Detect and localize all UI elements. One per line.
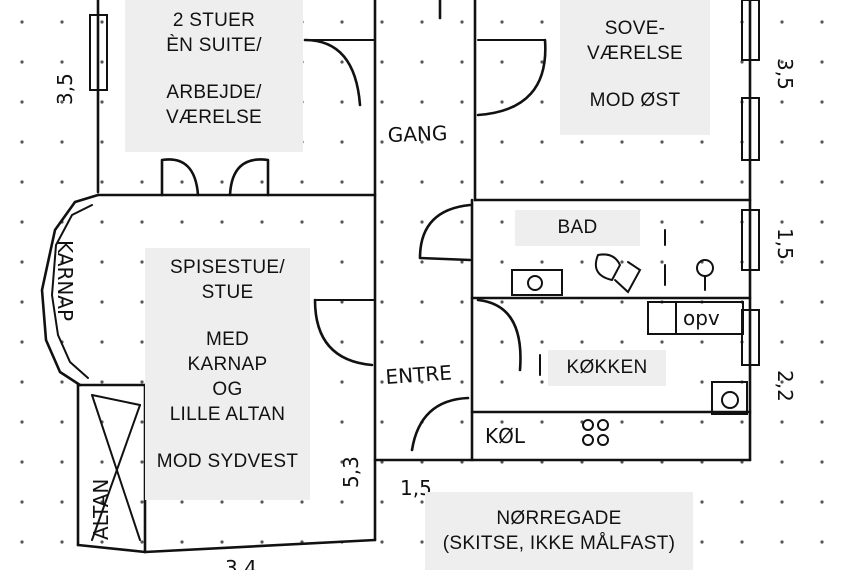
walls bbox=[76, 0, 752, 554]
stuer-line-2: ÈN SUITE/ bbox=[166, 35, 262, 56]
bad-text: BAD bbox=[557, 217, 598, 238]
windows bbox=[89, 0, 760, 366]
sove-line-1: SOVE- bbox=[604, 18, 666, 39]
room-label-kokken: KØKKEN bbox=[548, 350, 666, 386]
bathroom-fixtures bbox=[511, 229, 714, 296]
label-karnap: KARNAP bbox=[53, 240, 77, 321]
sove-line-4: MOD ØST bbox=[589, 90, 681, 111]
doors bbox=[160, 38, 547, 452]
sove-gap bbox=[560, 66, 710, 88]
spise-line-4: MED bbox=[205, 329, 250, 350]
room-label-spisestue: SPISESTUE/ STUE MED KARNAP OG LILLE ALTA… bbox=[145, 248, 310, 500]
label-entre: ENTRE bbox=[385, 360, 453, 389]
spise-line-6: OG bbox=[212, 379, 243, 400]
dimension-right-3-5: 3,5 bbox=[773, 58, 797, 90]
spise-line-2: STUE bbox=[201, 282, 254, 303]
label-opv: opv bbox=[683, 306, 720, 330]
street-label-norregade: NØRREGADE (SKITSE, IKKE MÅLFAST) bbox=[425, 492, 693, 570]
spise-line-7: LILLE ALTAN bbox=[169, 404, 286, 425]
spise-gap-2 bbox=[145, 427, 310, 449]
room-label-bad: BAD bbox=[515, 210, 640, 246]
spise-gap-1 bbox=[145, 305, 310, 327]
label-gang: GANG bbox=[387, 121, 447, 147]
gade-line-2: (SKITSE, IKKE MÅLFAST) bbox=[442, 533, 676, 554]
dimension-5-3: 5,3 bbox=[339, 456, 363, 488]
kokken-text: KØKKEN bbox=[566, 357, 648, 378]
label-kol: KØL bbox=[485, 424, 526, 448]
sove-line-2: VÆRELSE bbox=[586, 43, 684, 64]
stuer-line-4: ARBEJDE/ bbox=[166, 82, 262, 103]
kitchen-fixtures bbox=[539, 301, 748, 446]
altan-hatching bbox=[91, 394, 141, 541]
stuer-line-5: VÆRELSE bbox=[165, 107, 263, 128]
gade-line-1: NØRREGADE bbox=[496, 508, 622, 529]
dimension-right-2-2: 2,2 bbox=[773, 370, 797, 402]
spise-line-9: MOD SYDVEST bbox=[156, 451, 299, 472]
dimension-right-1-5: 1,5 bbox=[773, 228, 797, 260]
label-altan: ALTAN bbox=[89, 479, 113, 540]
stuer-line-1: 2 STUER bbox=[172, 10, 256, 31]
spise-line-1: SPISESTUE/ bbox=[170, 257, 285, 278]
stuer-gap bbox=[125, 58, 303, 80]
karnap-bay bbox=[40, 193, 100, 387]
dimension-bottom-3-4: 3,4 bbox=[225, 556, 257, 570]
spise-line-5: KARNAP bbox=[187, 354, 268, 375]
room-label-sove: SOVE- VÆRELSE MOD ØST bbox=[560, 0, 710, 135]
room-label-stuer: 2 STUER ÈN SUITE/ ARBEJDE/ VÆRELSE bbox=[125, 0, 303, 152]
dimension-left-3-5: 3,5 bbox=[53, 73, 77, 105]
